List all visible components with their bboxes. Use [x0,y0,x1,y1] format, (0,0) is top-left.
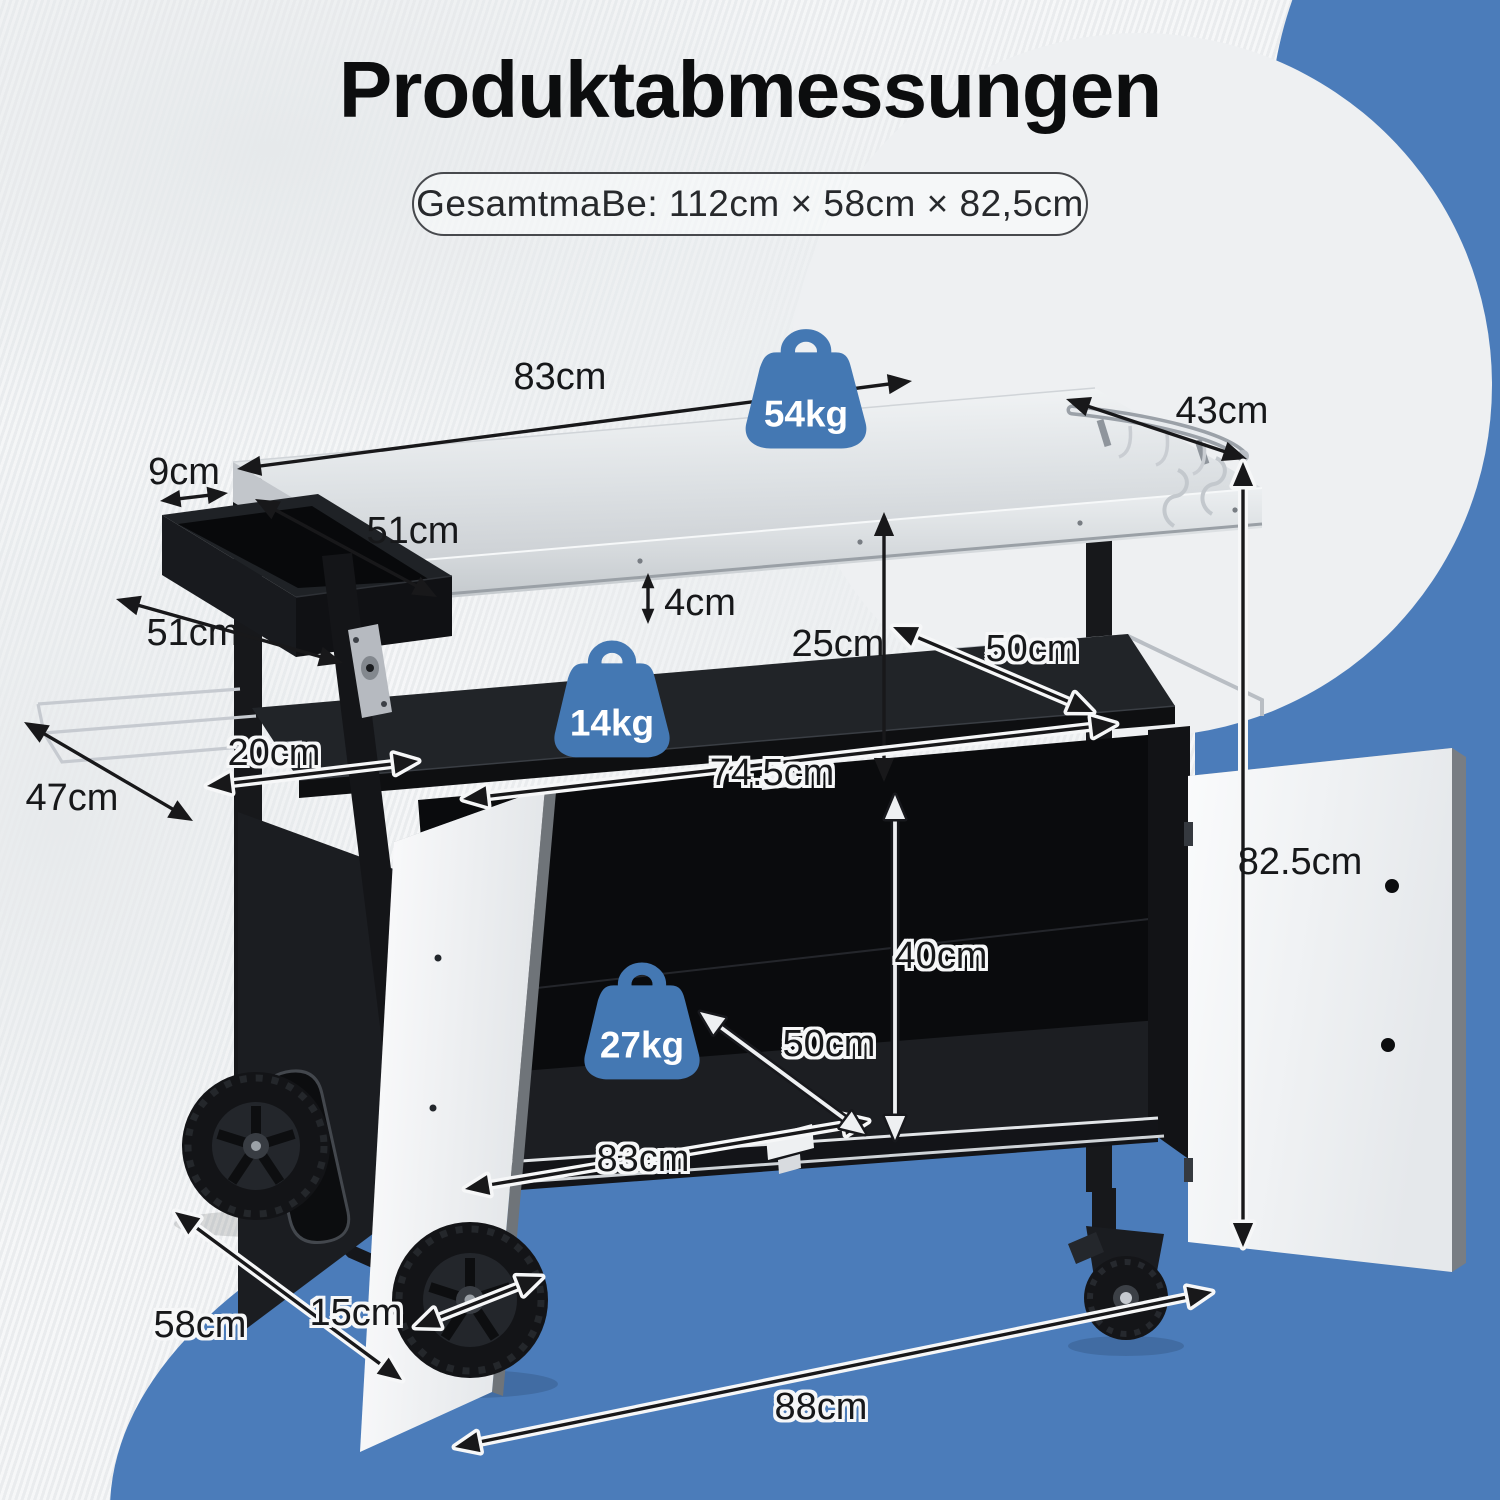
dimension-arrow [451,1283,1216,1456]
dimension-arrow [889,623,1097,716]
dimension-arrow [171,1208,406,1384]
dimension-arrow [203,750,422,797]
dim-label-rack-length: 47cm [25,777,119,819]
cabinet-weight-label: 27kg [599,1024,685,1066]
dimension-arrow [1066,397,1247,461]
shelf-weight-label: 14kg [569,702,655,744]
brake-lever [1068,1232,1104,1264]
dim-label-overall-depth: 58cm [153,1304,247,1346]
dimension-arrow [160,486,228,508]
dim-label-shelf-length: 74.5cm [709,752,835,794]
dimension-arrow [641,573,655,624]
dimension-arrow [873,512,895,782]
right-door-open [1184,748,1466,1272]
dimension-arrow [411,1272,546,1332]
dim-label-shelf-depth: 50cm [985,628,1079,670]
dim-label-tabletop-to-shelf: 25cm [791,623,885,665]
dim-label-tray-depth: 9cm [148,451,220,493]
dimension-arrow [24,722,193,821]
glass-rack-wire [36,687,303,764]
dim-label-tabletop-thickness: 4cm [664,582,736,624]
dim-label-rack-to-frame: 20cm [227,732,321,774]
dim-label-tabletop-length: 83cm [513,356,607,398]
dim-label-tray-length: 51cm [146,612,240,654]
middle-shelf [252,634,1176,798]
dimension-arrow [459,713,1120,810]
s-hooks [1162,456,1227,528]
dim-label-tabletop-depth: 51cm [366,510,460,552]
handle-hooks [1118,425,1207,476]
dim-label-total-height: 82.5cm [1237,841,1363,883]
grill-cart-illustration [36,387,1466,1452]
dimension-arrow [697,1009,868,1137]
dimension-arrow [1229,458,1257,1251]
bottle-opener [348,624,392,718]
dim-label-wheel-diameter: 15cm [309,1292,403,1334]
rear-left-wheel [182,1072,330,1220]
tabletop-weight-label: 54kg [763,393,849,435]
overall-size-text: GesamtmaBe: 112cm × 58cm × 82,5cm [416,183,1084,224]
dimension-arrow [255,499,437,597]
page-title: Produktabmessungen [338,45,1162,134]
dim-label-wheel-span: 88cm [774,1386,868,1428]
dimension-arrows [24,374,1257,1456]
dim-label-handle-length: 43cm [1175,390,1269,432]
locking-caster [1068,1188,1168,1340]
top-latch [760,772,798,790]
dimension-arrow [882,792,908,1143]
dim-label-cabinet-height: 40cm [894,935,988,977]
overall-size-pill: GesamtmaBe: 112cm × 58cm × 82,5cm [412,172,1088,236]
dim-label-cabinet-depth: 50cm [782,1023,876,1065]
dimension-arrow [116,595,343,667]
dim-label-cabinet-length: 83cm [596,1138,690,1180]
